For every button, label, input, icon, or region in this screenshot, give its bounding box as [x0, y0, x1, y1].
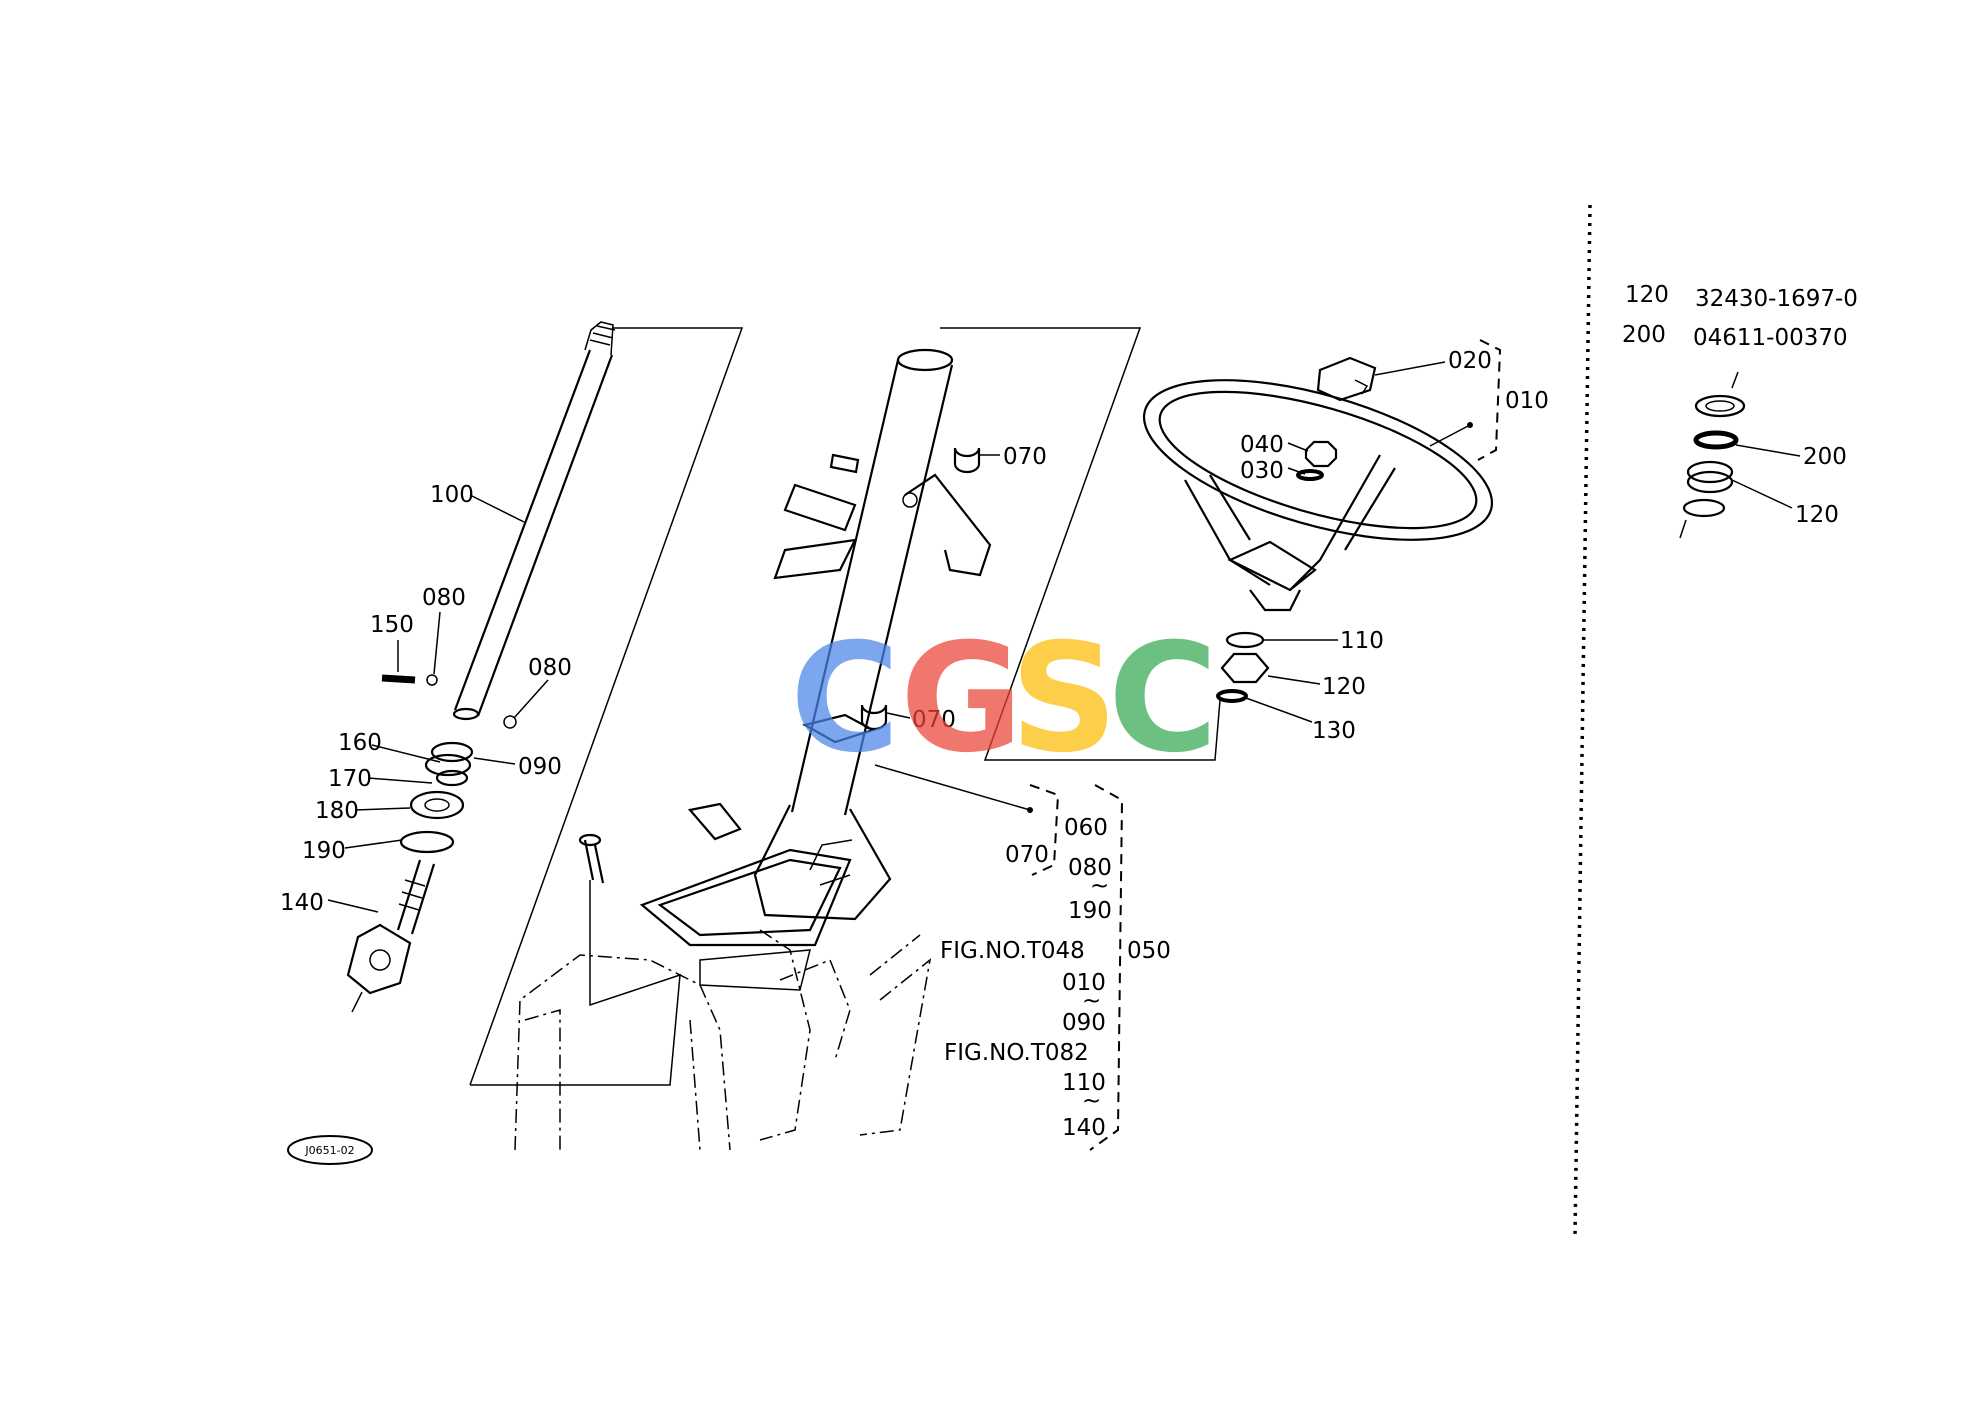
callout-080: 080	[528, 655, 572, 681]
ref-110: 110	[1062, 1070, 1106, 1096]
ref-140: 140	[1062, 1115, 1106, 1141]
ref-080: 080	[1068, 855, 1112, 881]
table-part-no: 04611-00370	[1693, 325, 1848, 351]
steering-column-housing	[514, 348, 1033, 1151]
callout-100: 100	[430, 482, 474, 508]
callout-070: 070	[1005, 842, 1049, 868]
callout-170: 170	[328, 766, 372, 792]
diagram-id-badge: J0651-02	[287, 1135, 373, 1165]
ref-090: 090	[1062, 1010, 1106, 1036]
callout-040: 040	[1240, 432, 1284, 458]
ref-060: 060	[1064, 815, 1108, 841]
table-part-no: 32430-1697-0	[1695, 286, 1858, 312]
steering-shaft-assembly	[327, 321, 616, 1013]
panel-separator	[1573, 204, 1592, 1236]
callout-labels: 100 080 150 080 160 090 170 180 190 140 …	[280, 348, 1549, 916]
cgsc-watermark: C G S C	[790, 612, 1218, 786]
watermark-letter-g: G	[900, 612, 1023, 786]
table-ref: 120	[1625, 282, 1669, 308]
ref-190: 190	[1068, 898, 1112, 924]
inset-callout-200: 200	[1803, 444, 1847, 470]
callout-030: 030	[1240, 458, 1284, 484]
callout-080: 080	[422, 585, 466, 611]
callout-160: 160	[338, 730, 382, 756]
bracket-060	[1029, 784, 1060, 876]
inset-callout-120: 120	[1795, 502, 1839, 528]
callout-130: 130	[1312, 718, 1356, 744]
watermark-letter-s: S	[1010, 612, 1118, 786]
divider-frame-right	[940, 327, 1221, 761]
callout-020: 020	[1448, 348, 1492, 374]
side-parts-table: 120 32430-1697-0 200 04611-00370 200 120	[1622, 282, 1858, 528]
ref-fig-t082: FIG.NO.T082	[944, 1040, 1089, 1066]
inset-bearing-detail	[1679, 371, 1801, 539]
callout-010: 010	[1505, 388, 1549, 414]
ref-010: 010	[1062, 970, 1106, 996]
ref-range-tilde: ~	[1090, 873, 1109, 899]
callout-070: 070	[912, 707, 956, 733]
diagram-id: J0651-02	[304, 1144, 354, 1157]
callout-120: 120	[1322, 674, 1366, 700]
ref-050: 050	[1127, 938, 1171, 964]
callout-110: 110	[1340, 628, 1384, 654]
callout-090: 090	[518, 754, 562, 780]
watermark-letter-c: C	[790, 612, 900, 786]
watermark-letter-c: C	[1108, 612, 1218, 786]
callout-070: 070	[1003, 444, 1047, 470]
table-ref: 200	[1622, 322, 1666, 348]
bracket-010	[1477, 339, 1502, 461]
ref-range-tilde: ~	[1082, 1088, 1101, 1114]
callout-190: 190	[302, 838, 346, 864]
ref-fig-t048: FIG.NO.T048	[940, 938, 1085, 964]
reference-bracket-group: 060 080 ~ 190 FIG.NO.T048 050 010 ~ 090 …	[940, 815, 1171, 1141]
callout-140: 140	[280, 890, 324, 916]
divider-frame-left	[469, 327, 744, 1086]
callout-180: 180	[315, 798, 359, 824]
steering-wheel-assembly	[1142, 356, 1494, 723]
callout-150: 150	[370, 612, 414, 638]
ref-range-tilde: ~	[1082, 988, 1101, 1014]
bracket-050	[1089, 784, 1124, 1151]
